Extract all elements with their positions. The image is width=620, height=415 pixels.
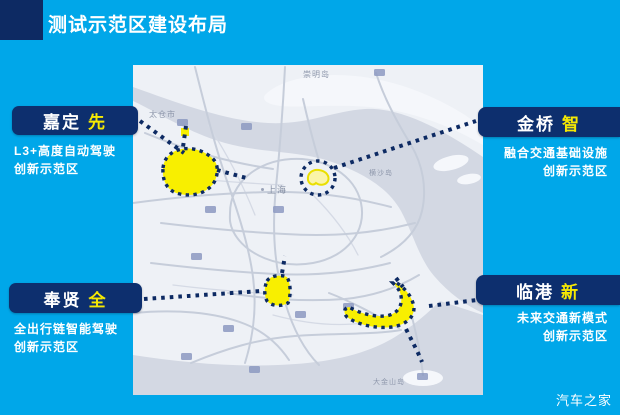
region-box-fengxian: 奉贤 全 [9,283,142,313]
hengsha-island [457,173,481,185]
region-desc-line: L3+高度自动驾驶 [14,144,117,158]
region-desc-line: 全出行链智能驾驶 [14,322,119,336]
map-label-taicang: 太仓市 [149,110,176,119]
region-desc-jiading: L3+高度自动驾驶 创新示范区 [14,142,116,178]
region-tag-lingang: 新 [561,282,580,302]
region-desc-line: 创新示范区 [542,329,608,343]
region-tag-fengxian: 全 [88,290,108,310]
region-tag-jinqiao: 智 [562,114,581,134]
region-box-jinqiao: 金桥 智 [478,107,620,137]
region-name-jiading: 嘉定 [43,113,81,132]
chongming-island [264,74,483,145]
region-desc-line: 未来交通新模式 [516,311,608,325]
corner-decoration [0,0,43,40]
region-name-jinqiao: 金桥 [517,114,555,134]
water-hangzhou-bay [133,301,483,395]
region-desc-fengxian: 全出行链智能驾驶 创新示范区 [14,320,118,356]
region-desc-line: 创新示范区 [14,162,80,176]
region-desc-line: 创新示范区 [14,340,80,354]
region-tag-jiading: 先 [88,113,107,132]
map-label-shanghai: 上海 [261,183,287,196]
shanghai-map: 崇明岛 太仓市 上海 横沙岛 大金山岛 [133,65,483,395]
region-box-lingang: 临港 新 [476,275,620,305]
region-desc-jinqiao: 融合交通基础设施 创新示范区 [504,144,608,180]
region-name-lingang: 临港 [516,282,554,302]
region-desc-line: 融合交通基础设施 [503,146,608,160]
map-canvas [133,65,483,395]
map-label-dajinshan: 大金山岛 [373,379,405,386]
region-desc-lingang: 未来交通新模式 创新示范区 [517,309,608,345]
watermark: 汽车之家 [555,393,612,408]
map-label-hengsha: 横沙岛 [369,170,393,177]
page-title: 测试示范区建设布局 [48,15,229,36]
region-box-jiading: 嘉定 先 [12,106,138,135]
region-name-fengxian: 奉贤 [43,290,82,310]
map-label-chongming: 崇明岛 [303,70,330,79]
region-desc-line: 创新示范区 [542,164,608,178]
